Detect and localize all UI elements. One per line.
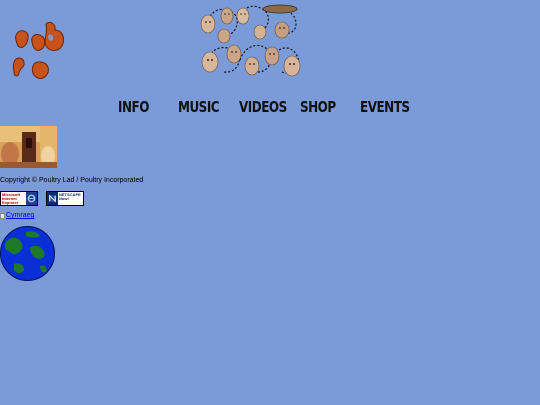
- nav-item-shop[interactable]: SHOP: [300, 98, 336, 116]
- nav-item-events[interactable]: EVENTS: [360, 98, 410, 116]
- cymraeg-link[interactable]: Cymraeg: [0, 212, 34, 219]
- poultry-lad-logo-icon[interactable]: [10, 16, 70, 82]
- broken-image-icon: [0, 212, 5, 219]
- ie-badge-text: Microsoft Internet Explorer: [1, 192, 26, 205]
- band-photo[interactable]: [0, 126, 57, 168]
- main-nav: INFO MUSIC VIDEOS SHOP EVENTS: [0, 98, 540, 120]
- copyright-text: Copyright © Poultry Lad / Poultry Incorp…: [0, 177, 144, 184]
- faces-banner-icon[interactable]: [196, 2, 304, 80]
- internet-explorer-badge[interactable]: Microsoft Internet Explorer: [0, 191, 38, 206]
- cymraeg-link-label: Cymraeg: [6, 212, 35, 219]
- nav-item-info[interactable]: INFO: [118, 98, 149, 116]
- netscape-logo-icon: [47, 192, 58, 205]
- nav-item-music[interactable]: MUSIC: [178, 98, 220, 116]
- ie-logo-icon: [26, 192, 37, 205]
- nav-item-videos[interactable]: VIDEOS: [239, 98, 287, 116]
- netscape-now-badge[interactable]: NETSCAPE Now!: [46, 191, 84, 206]
- netscape-badge-text: NETSCAPE Now!: [58, 192, 83, 205]
- globe-icon[interactable]: [0, 226, 55, 281]
